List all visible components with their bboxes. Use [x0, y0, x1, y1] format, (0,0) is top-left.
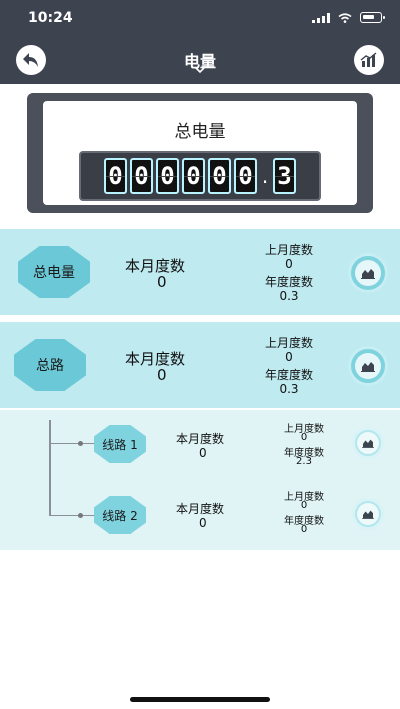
meter-panel: 总电量 0 0 0 0 0 0 . 3: [27, 93, 373, 213]
back-button[interactable]: [16, 45, 46, 75]
status-time: 10:24: [28, 10, 73, 26]
last-month-value: 0: [285, 257, 293, 271]
odometer-digit: 0: [208, 158, 231, 194]
year-label: 年度度数: [284, 448, 324, 459]
line-row[interactable]: 线路 2 本月度数 0 上月度数 0 年度度数 0: [0, 486, 400, 546]
chart-button[interactable]: [354, 45, 384, 75]
odometer-digit: 0: [104, 158, 127, 194]
total-badge: 总电量: [18, 246, 90, 298]
line-badge: 线路 1: [94, 425, 146, 463]
line-badge: 线路 2: [94, 496, 146, 534]
chevron-down-icon[interactable]: [193, 66, 207, 74]
year-value: 2.3: [296, 456, 312, 467]
odometer-decimal: .: [261, 164, 269, 188]
meter-title: 总电量: [174, 122, 226, 142]
tree-node-dot: [78, 441, 83, 446]
wifi-icon: [338, 12, 352, 23]
page-title: 电量: [183, 52, 216, 71]
meter-inner: 总电量 0 0 0 0 0 0 . 3: [43, 101, 357, 205]
current-month-label: 本月度数: [125, 350, 186, 368]
year-value: 0.3: [279, 289, 299, 303]
area-chart-icon: [361, 362, 375, 372]
area-chart-icon: [362, 439, 374, 448]
main-circuit-badge: 总路: [14, 339, 86, 391]
odometer-digit: 0: [234, 158, 257, 194]
area-chart-icon: [361, 269, 375, 279]
year-label: 年度度数: [264, 368, 313, 382]
last-month-value: 0: [300, 432, 308, 443]
last-month-value: 0: [285, 350, 293, 364]
last-month-value: 0: [300, 500, 308, 511]
year-label: 年度度数: [264, 275, 313, 289]
current-month-value: 0: [199, 516, 207, 530]
tree-connector: [50, 443, 94, 444]
bar-chart-icon: [360, 52, 377, 67]
line-row[interactable]: 线路 1 本月度数 0 上月度数 0 年度度数 2.3: [0, 420, 400, 480]
current-month-label: 本月度数: [125, 257, 186, 275]
total-row[interactable]: 总电量 本月度数 0 上月度数 0 年度度数 0.3: [0, 229, 400, 315]
battery-icon: [360, 12, 385, 23]
main-circuit-row[interactable]: 总路 本月度数 0 上月度数 0 年度度数 0.3: [0, 322, 400, 408]
total-chart-button[interactable]: [348, 253, 388, 293]
last-month-label: 上月度数: [284, 492, 324, 503]
current-month-label: 本月度数: [176, 502, 225, 516]
signal-icon: [312, 12, 330, 23]
year-label: 年度度数: [284, 516, 324, 527]
last-month-label: 上月度数: [264, 243, 313, 257]
last-month-label: 上月度数: [264, 336, 313, 350]
app-header: 10:24 电量: [0, 0, 400, 84]
sub-lines-section: [0, 410, 400, 550]
main-circuit-chart-button[interactable]: [348, 346, 388, 386]
current-month-label: 本月度数: [176, 432, 225, 446]
odometer-digit: 0: [156, 158, 179, 194]
line-chart-button[interactable]: [352, 427, 384, 459]
last-month-label: 上月度数: [284, 424, 324, 435]
back-arrow-icon: [23, 53, 38, 67]
odometer: 0 0 0 0 0 0 . 3: [79, 151, 321, 201]
current-month-value: 0: [199, 446, 207, 460]
status-icons: [312, 12, 385, 23]
year-value: 0: [300, 524, 308, 535]
tree-connector: [50, 515, 94, 516]
year-value: 0.3: [279, 382, 299, 396]
current-month-value: 0: [157, 366, 167, 384]
tree-node-dot: [78, 513, 83, 518]
tree-connector: [49, 420, 51, 516]
odometer-digit: 3: [273, 158, 296, 194]
line-chart-button[interactable]: [352, 498, 384, 530]
area-chart-icon: [362, 510, 374, 519]
odometer-digit: 0: [182, 158, 205, 194]
home-indicator[interactable]: [130, 697, 270, 702]
odometer-digit: 0: [130, 158, 153, 194]
current-month-value: 0: [157, 273, 167, 291]
